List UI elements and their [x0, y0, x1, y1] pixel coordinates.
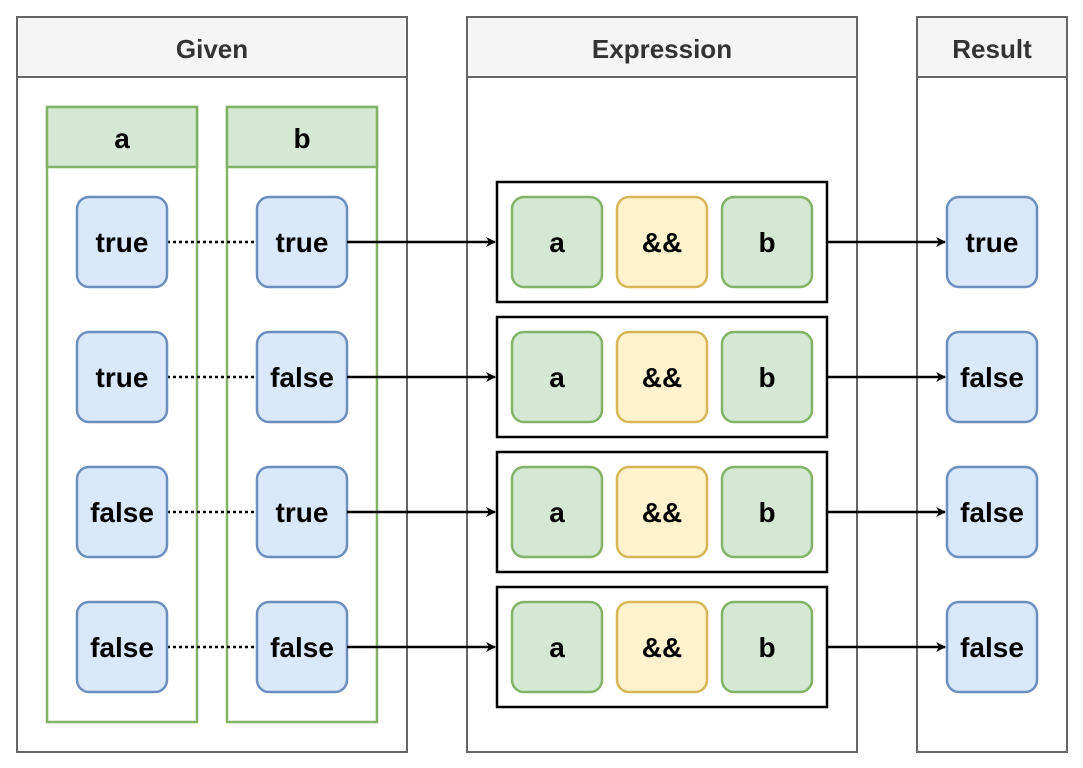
expr-operand-b-box — [720, 600, 814, 694]
b-value: false — [270, 362, 334, 393]
a-value: true — [96, 227, 149, 258]
b-value: false — [270, 632, 334, 663]
expr-operand-a: a — [549, 497, 565, 528]
result-value: false — [960, 497, 1024, 528]
expr-operand-a: a — [549, 632, 565, 663]
expr-operand-a-box — [510, 195, 604, 289]
result-box — [945, 195, 1039, 289]
expr-operand-b-box — [720, 330, 814, 424]
expr-operand-b: b — [758, 227, 775, 258]
expr-operator: && — [642, 632, 682, 663]
expr-operand-a-box — [510, 600, 604, 694]
result-box — [945, 600, 1039, 694]
result-box — [945, 330, 1039, 424]
b-value: true — [276, 227, 329, 258]
expr-operator: && — [642, 497, 682, 528]
a-value-box — [75, 600, 169, 694]
row-0: true true a && b true — [75, 180, 1039, 304]
expression-panel-title: Expression — [592, 34, 732, 64]
column-a-header: a — [114, 123, 130, 154]
result-value: true — [966, 227, 1019, 258]
expr-operand-b-box — [720, 195, 814, 289]
expr-operand-a-box — [510, 465, 604, 559]
a-value-box — [75, 330, 169, 424]
expr-operator-box — [615, 330, 709, 424]
expr-operator-box — [615, 600, 709, 694]
result-value: false — [960, 362, 1024, 393]
a-value-box — [75, 465, 169, 559]
expr-operand-b: b — [758, 632, 775, 663]
a-value: true — [96, 362, 149, 393]
a-value: false — [90, 632, 154, 663]
expr-operand-b-box — [720, 465, 814, 559]
a-value-box — [75, 195, 169, 289]
b-value: true — [276, 497, 329, 528]
expr-operand-b: b — [758, 497, 775, 528]
expr-operand-a: a — [549, 227, 565, 258]
row-1: true false a && b false — [75, 315, 1039, 439]
result-value: false — [960, 632, 1024, 663]
result-box — [945, 465, 1039, 559]
expr-operand-a: a — [549, 362, 565, 393]
row-2: false true a && b false — [75, 450, 1039, 574]
expr-operator: && — [642, 227, 682, 258]
expr-operand-a-box — [510, 330, 604, 424]
expr-operator: && — [642, 362, 682, 393]
result-panel-title: Result — [952, 34, 1032, 64]
expr-operand-b: b — [758, 362, 775, 393]
column-b-header: b — [293, 123, 310, 154]
given-panel-title: Given — [176, 34, 248, 64]
expr-operator-box — [615, 195, 709, 289]
row-3: false false a && b false — [75, 585, 1039, 709]
a-value: false — [90, 497, 154, 528]
expr-operator-box — [615, 465, 709, 559]
